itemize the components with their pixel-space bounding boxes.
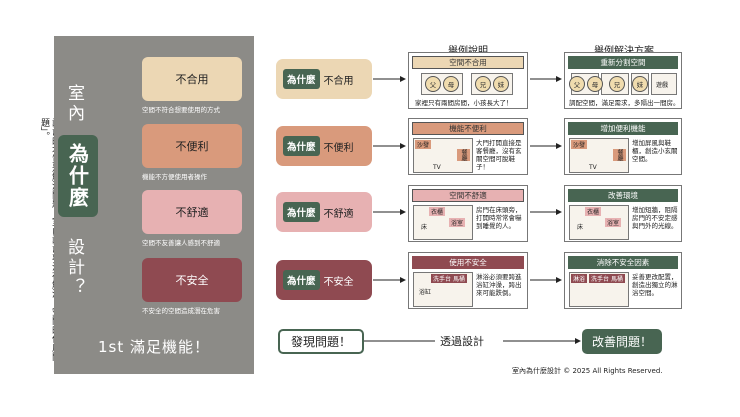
- room-label: 浴缸: [419, 289, 432, 296]
- why-pill-uncomfortable: 為什麼 不舒適: [276, 192, 372, 232]
- why-tag: 為什麼: [283, 136, 320, 156]
- person-circle: 妹: [493, 76, 509, 92]
- person-circle: 兄: [475, 76, 491, 92]
- room-label: TV: [433, 164, 441, 171]
- solution-bar: 消除不安全因素: [568, 256, 678, 269]
- solutions-header: 舉例解決方案: [594, 42, 654, 57]
- category-desc: 不安全的空間造成潛在危害: [142, 307, 220, 315]
- person-circle: 母: [443, 76, 459, 92]
- through-design-label: 透過設計: [440, 335, 484, 348]
- room-outline: [651, 73, 677, 95]
- panel-title-bottom: 設計？: [64, 238, 84, 298]
- category-desc: 機能不方便使用者操作: [142, 173, 207, 181]
- person-circle: 父: [425, 76, 441, 92]
- why-word: 不安全: [323, 276, 354, 288]
- panel-title-top: 室內: [64, 84, 84, 124]
- why-tag: 為什麼: [283, 202, 320, 222]
- improve-problem-pill: 改善問題！: [582, 329, 662, 354]
- room-label: 餐廳: [457, 149, 470, 161]
- room-label: 浴室: [449, 218, 466, 227]
- room-label: 遊戲: [656, 82, 669, 89]
- solution-text: 增加短牆，阻隔房門的不安定感與門外的光線。: [632, 206, 678, 230]
- panel-footer: 1st 滿足機能！: [98, 338, 211, 356]
- solution-card-2: 增加便利機能 沙發 TV 餐廳 增加屏風與鞋櫃，創造小玄關空間。: [564, 118, 682, 175]
- solution-bar: 增加便利機能: [568, 122, 678, 135]
- example-card-1: 空間不合用 父 母 兄 妹 家裡只有兩間房間，小孩長大了！: [408, 52, 528, 109]
- why-tag: 為什麼: [283, 69, 320, 89]
- example-card-3: 空間不舒適 衣櫃 床 浴室 房門在床頭旁，打開時常常會嚇到睡覺的人。: [408, 185, 528, 242]
- panel-badge: 為什麼: [58, 135, 98, 217]
- room-label: 床: [577, 224, 584, 231]
- room-label: 床: [421, 224, 428, 231]
- category-card-inconvenient: 不便利: [142, 124, 242, 168]
- example-bar: 空間不舒適: [412, 189, 524, 202]
- examples-header: 舉例說明: [448, 42, 488, 57]
- room-label: 沙發: [415, 140, 432, 149]
- category-card-unsafe: 不安全: [142, 258, 242, 302]
- example-card-2: 機能不便利 沙發 TV 餐廳 大門打開直接是客餐廳，沒有玄關空間可脫鞋子！: [408, 118, 528, 175]
- example-text: 淋浴必須要跨進浴缸沖澡，跨出來可能跌倒。: [476, 273, 522, 297]
- solution-bar: 重新分割空間: [568, 56, 678, 69]
- category-desc: 空間不友善讓人感到不舒適: [142, 239, 220, 247]
- person-circle: 兄: [609, 76, 625, 92]
- copyright: 室內為什麼設計 © 2025 All Rights Reserved.: [512, 367, 663, 375]
- room-label: 衣櫃: [585, 207, 602, 216]
- room-label: 洗手台: [431, 274, 454, 283]
- category-card-uncomfortable: 不舒適: [142, 190, 242, 234]
- room-label: 馬桶: [609, 274, 626, 283]
- room-label: 馬桶: [451, 274, 468, 283]
- room-label: 淋浴: [571, 274, 588, 283]
- why-pill-unsafe: 為什麼 不安全: [276, 260, 372, 300]
- example-text: 大門打開直接是客餐廳，沒有玄關空間可脫鞋子！: [476, 139, 522, 171]
- example-bar: 空間不合用: [412, 56, 524, 69]
- example-bar: 使用不安全: [412, 256, 524, 269]
- solution-bar: 改善環境: [568, 189, 678, 202]
- solution-text: 增加屏風與鞋櫃，創造小玄關空間。: [632, 139, 678, 163]
- solution-card-1: 重新分割空間 父 母 兄 妹 遊戲 調配空間，滿足需求，多隔出一間房。: [564, 52, 682, 109]
- solution-text: 妥善更改配置，創造出獨立的淋浴空間。: [632, 273, 678, 297]
- discover-problem-pill: 發現問題！: [278, 329, 364, 354]
- why-word: 不合用: [323, 75, 354, 87]
- why-word: 不便利: [323, 142, 354, 154]
- solution-text: 調配空間，滿足需求，多隔出一間房。: [569, 99, 680, 107]
- room-label: 餐廳: [613, 149, 626, 161]
- example-text: 家裡只有兩間房間，小孩長大了！: [415, 99, 513, 107]
- room-label: 沙發: [571, 140, 588, 149]
- why-pill-inconvenient: 為什麼 不便利: [276, 126, 372, 166]
- why-pill-inconvenient-use: 為什麼 不合用: [276, 59, 372, 99]
- person-circle: 妹: [632, 76, 648, 92]
- example-text: 房門在床頭旁，打開時常常會嚇到睡覺的人。: [476, 206, 522, 230]
- room-label: TV: [589, 164, 597, 171]
- solution-card-3: 改善環境 衣櫃 床 浴室 增加短牆，阻隔房門的不安定感與門外的光線。: [564, 185, 682, 242]
- example-bar: 機能不便利: [412, 122, 524, 135]
- why-tag: 為什麼: [283, 270, 320, 290]
- solution-card-4: 消除不安全因素 淋浴 洗手台 馬桶 妥善更改配置，創造出獨立的淋浴空間。: [564, 252, 682, 309]
- room-label: 浴室: [605, 218, 622, 227]
- room-label: 洗手台: [589, 274, 612, 283]
- category-card-inconvenient-use: 不合用: [142, 57, 242, 101]
- person-circle: 父: [569, 76, 585, 92]
- category-desc: 空間不符合想要使用的方式: [142, 106, 220, 114]
- example-card-4: 使用不安全 洗手台 浴缸 馬桶 淋浴必須要跨進浴缸沖澡，跨出來可能跌倒。: [408, 252, 528, 309]
- why-word: 不舒適: [323, 208, 354, 220]
- room-label: 衣櫃: [429, 207, 446, 216]
- person-circle: 母: [587, 76, 603, 92]
